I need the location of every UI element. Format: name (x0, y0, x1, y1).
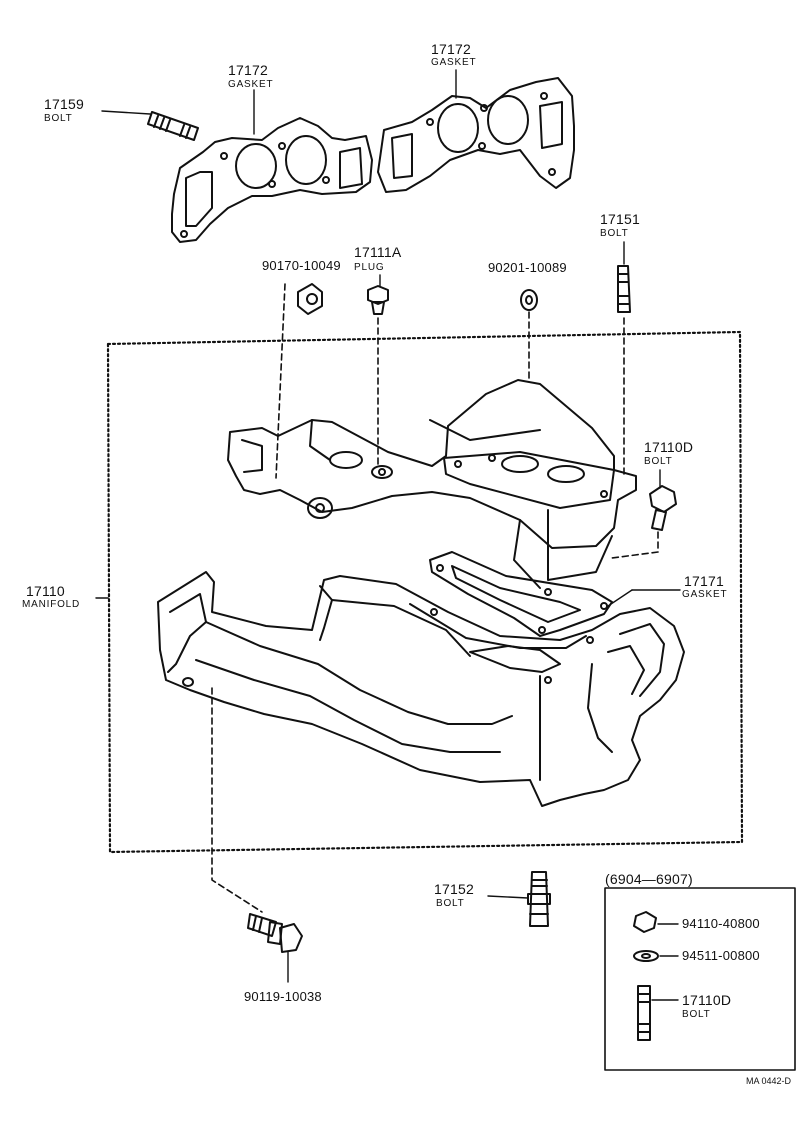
gasket-17171-drawing (429, 551, 613, 637)
label-17159-number: 17159 (44, 96, 84, 112)
label-17110-name: MANIFOLD (22, 599, 81, 610)
inset-bolt-number: 17110D (682, 992, 732, 1008)
inset-nut-icon (633, 911, 657, 933)
gasket-right-drawing (377, 77, 575, 193)
gasket-left-drawing (171, 117, 373, 243)
drawing-reference: MA 0442-D (746, 1076, 792, 1086)
label-90119-number: 90119-10038 (244, 989, 322, 1004)
inset-box-drawing (604, 887, 796, 1071)
label-17151-number: 17151 (600, 211, 640, 227)
label-17110d-name: BOLT (644, 456, 673, 467)
bolt-17151-drawing (617, 265, 631, 313)
label-17172-left-number: 17172 (228, 62, 268, 78)
label-17171-number: 17171 (684, 573, 724, 589)
intake-manifold-drawing (227, 379, 637, 589)
washer-90201-drawing (520, 289, 538, 311)
label-17110-number: 17110 (26, 583, 65, 599)
bolt-17152-drawing (527, 871, 551, 927)
inset-washer-number: 94511-00800 (682, 948, 760, 963)
inset-washer-icon (633, 950, 659, 962)
label-17172-right-name: GASKET (431, 57, 477, 68)
exhaust-manifold-drawing (157, 571, 685, 807)
label-17172-left-name: GASKET (228, 79, 274, 90)
manifold-group-frame (106, 330, 744, 854)
label-leaders (95, 69, 681, 983)
inset-bolt-icon (637, 985, 651, 1041)
plug-17111a-drawing (367, 285, 389, 315)
bolt-90119-drawing (247, 913, 303, 953)
label-17171-name: GASKET (682, 589, 728, 600)
nut-90170-drawing (297, 283, 323, 315)
label-17151-name: BOLT (600, 228, 629, 239)
bolt-17110d-drawing (649, 485, 677, 531)
label-17159-name: BOLT (44, 113, 73, 124)
label-90201-number: 90201-10089 (488, 260, 567, 275)
label-17152-name: BOLT (436, 898, 465, 909)
label-90170-number: 90170-10049 (262, 258, 341, 273)
label-17111a-name: PLUG (354, 262, 385, 273)
inset-bolt-name: BOLT (682, 1009, 711, 1020)
bolt-17159-drawing (147, 111, 199, 141)
inset-range-label: (6904—6907) (605, 871, 693, 887)
label-17111a-number: 17111A (354, 244, 402, 260)
label-17152-number: 17152 (434, 881, 474, 897)
inset-nut-number: 94110-40800 (682, 916, 760, 931)
dashed-leaders (211, 283, 659, 913)
label-17172-right-number: 17172 (431, 41, 471, 57)
label-17110d-number: 17110D (644, 439, 694, 455)
